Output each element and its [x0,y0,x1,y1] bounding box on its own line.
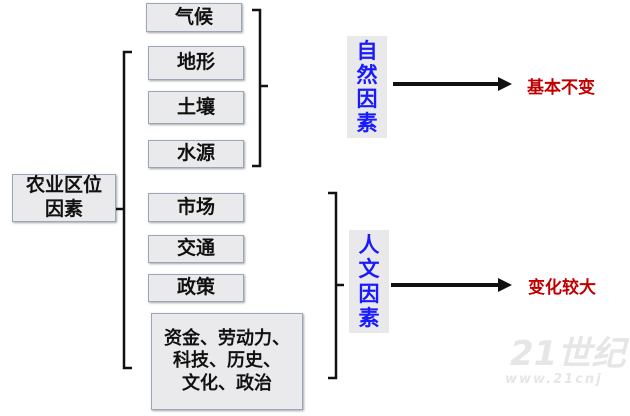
natural-factors-label: 自 然 因 素 [347,36,387,138]
human-arrow-head [498,278,512,292]
factor-climate: 气候 [146,3,242,32]
factor-others: 资金、劳动力、 科技、历史、 文化、政治 [151,313,303,410]
human-brace [328,191,338,380]
human-result: 变化较大 [528,278,596,298]
factor-policy: 政策 [148,274,244,302]
factor-terrain: 地形 [148,46,244,80]
natural-result: 基本不变 [527,78,595,98]
factor-water: 水源 [148,140,244,168]
factor-soil: 土壤 [148,91,244,124]
human-factors-label: 人 文 因 素 [349,230,389,333]
factor-market: 市场 [148,193,244,222]
natural-brace [252,8,262,168]
factor-transport: 交通 [148,235,244,263]
root-brace [122,50,132,370]
natural-arrow-head [498,77,512,91]
root-factor-box: 农业区位 因素 [12,174,116,222]
